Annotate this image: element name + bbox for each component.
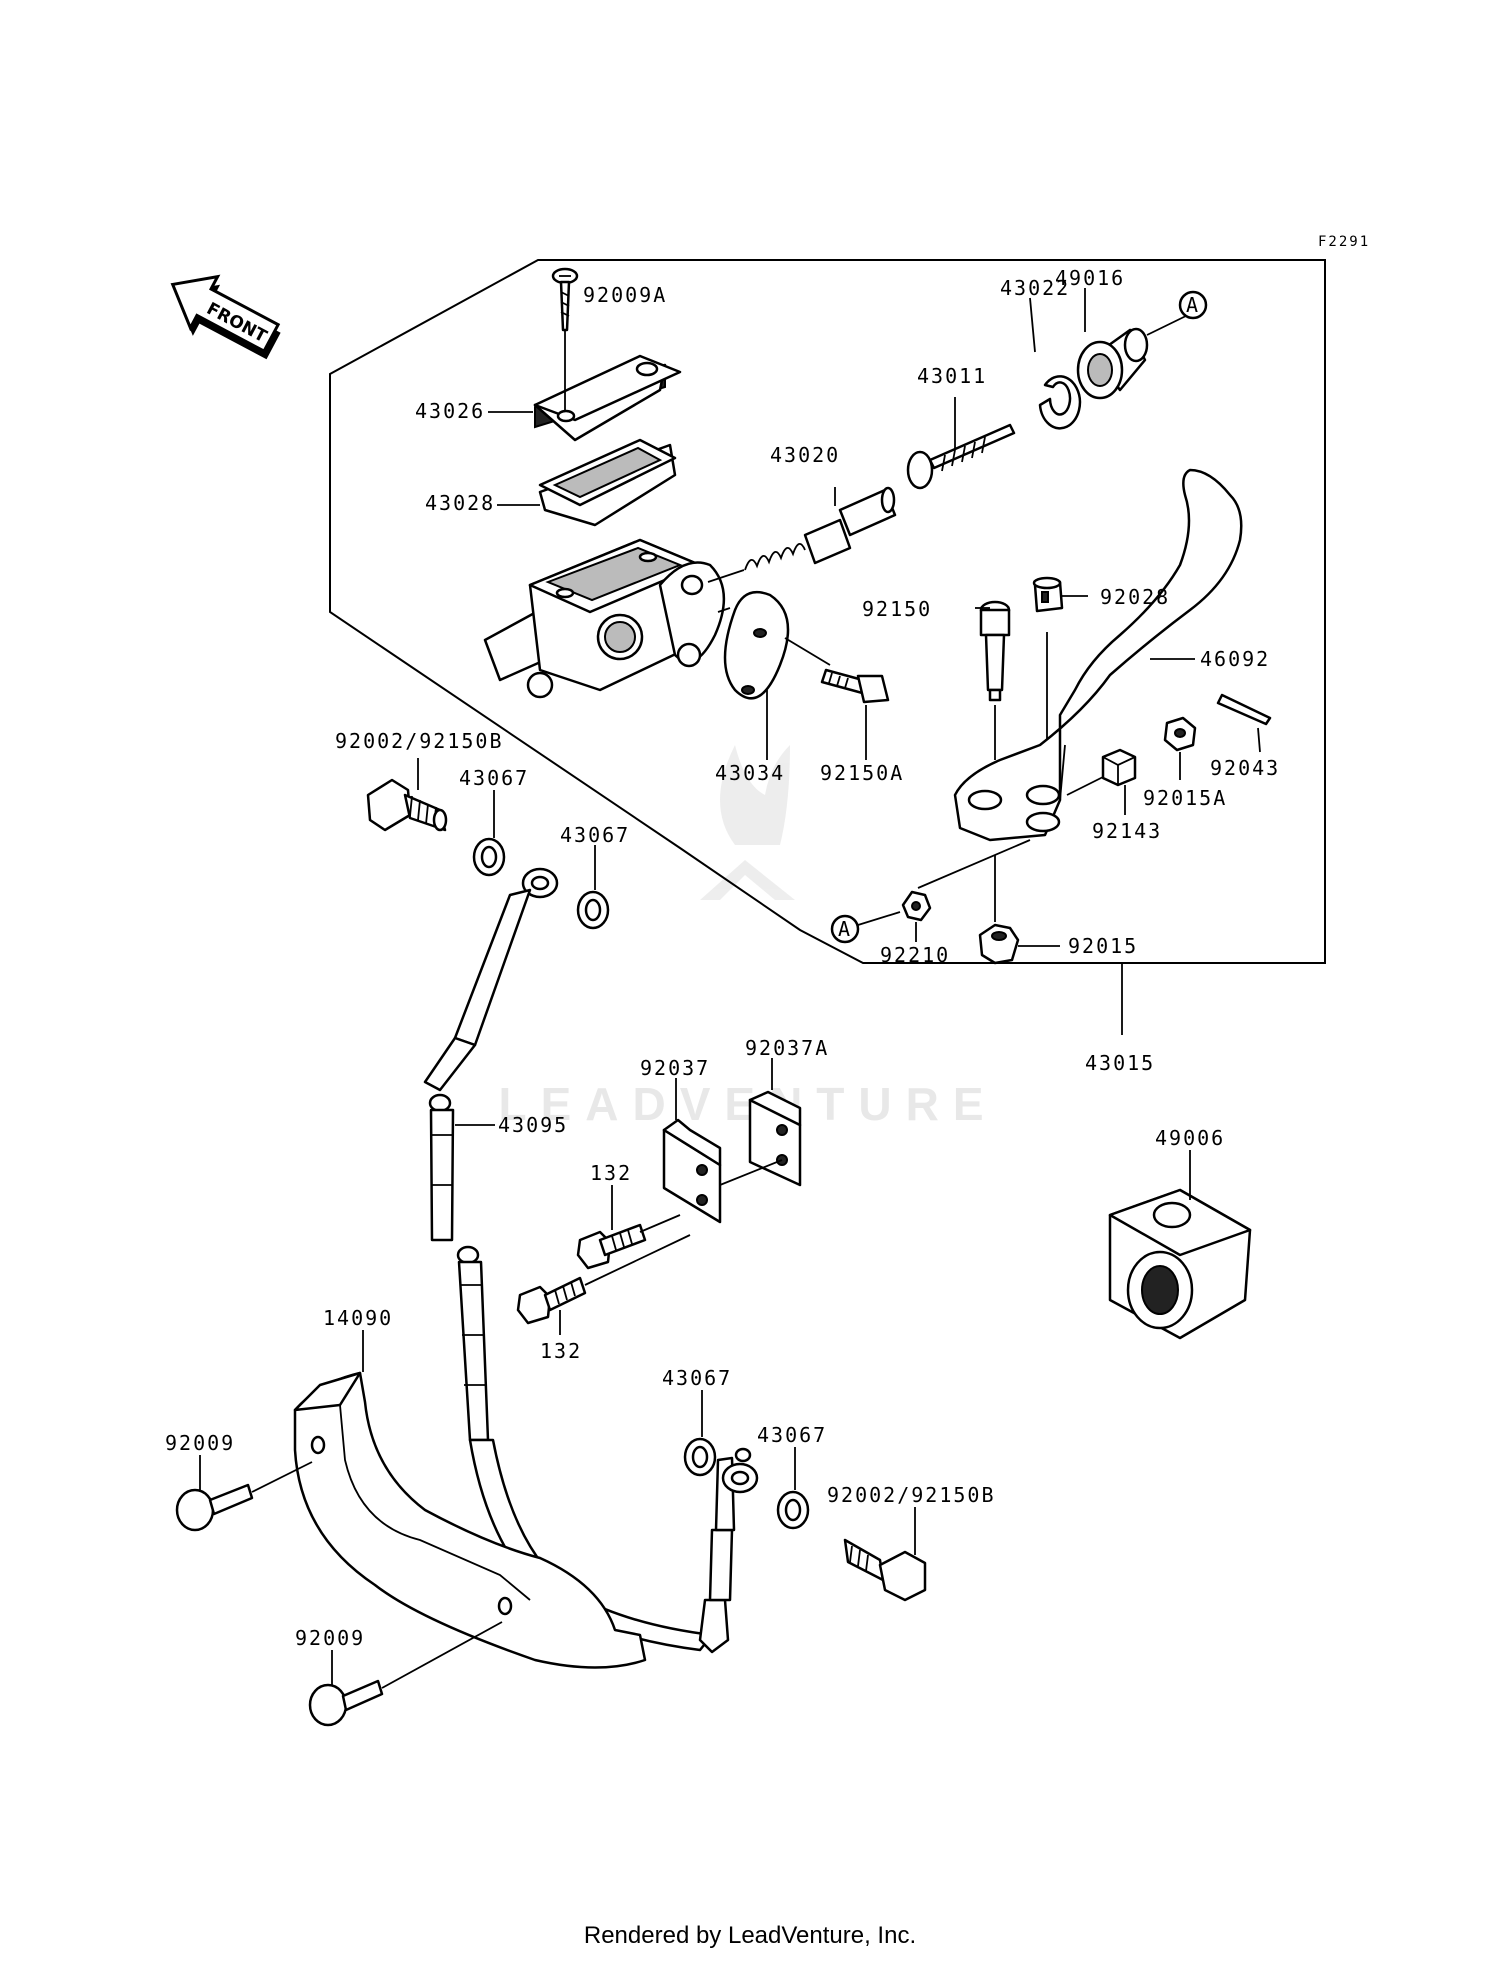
label-43067-b: 43067 — [560, 823, 630, 847]
reservoir-cap-43026 — [533, 354, 682, 442]
label-43015: 43015 — [1085, 1051, 1155, 1075]
nut-92015A — [1163, 716, 1197, 752]
label-92015: 92015 — [1068, 934, 1138, 958]
circlip-43022 — [1038, 375, 1082, 430]
label-92002-92150B-bottom: 92002/92150B — [827, 1483, 996, 1507]
label-92150: 92150 — [862, 597, 932, 621]
banjo-bolt-top — [366, 778, 448, 832]
label-43028: 43028 — [425, 491, 495, 515]
washer-43067-d — [776, 1490, 810, 1530]
washer-43067-b — [576, 890, 610, 930]
label-92009-b: 92009 — [295, 1626, 365, 1650]
render-credit: Rendered by LeadVenture, Inc. — [583, 1922, 917, 1949]
banjo-bolt-bottom — [843, 1538, 927, 1602]
label-92002-92150B-top: 92002/92150B — [335, 729, 504, 753]
nut-92210 — [901, 890, 932, 922]
label-92009A: 92009A — [583, 283, 667, 307]
diagram-code: F2291 — [1318, 234, 1370, 250]
diaphragm-43028 — [538, 438, 677, 527]
label-92037A: 92037A — [745, 1036, 829, 1060]
callout-a-bottom — [830, 914, 860, 944]
pivot-bolt-92150 — [979, 600, 1011, 702]
assembly-frame — [329, 259, 1326, 964]
label-92028: 92028 — [1100, 585, 1170, 609]
collar-92028 — [1032, 576, 1064, 613]
label-92043: 92043 — [1210, 756, 1280, 780]
label-43022: 43022 — [1000, 276, 1070, 300]
adjuster-92143 — [1101, 748, 1137, 787]
callout-a-top — [1178, 290, 1208, 320]
boot-49016 — [1076, 327, 1149, 400]
label-92210: 92210 — [880, 943, 950, 967]
bolt-132-a — [576, 1223, 647, 1270]
label-49016: 49016 — [1055, 266, 1125, 290]
label-43067-d: 43067 — [757, 1423, 827, 1447]
washer-43067-c — [683, 1437, 717, 1477]
bracket-92037 — [662, 1118, 722, 1224]
label-43034: 43034 — [715, 761, 785, 785]
bolt-92009-a — [175, 1483, 254, 1532]
bolt-92150A — [820, 668, 890, 704]
push-rod-43011 — [906, 423, 1016, 490]
front-arrow-icon: FRONT — [170, 274, 281, 360]
cotter-pin-92043 — [1216, 693, 1272, 726]
svg-text:A: A — [1186, 293, 1200, 317]
label-46092: 46092 — [1200, 647, 1270, 671]
lever-46092 — [953, 468, 1243, 842]
clamp-43034 — [723, 590, 790, 700]
screw-92009A — [551, 267, 579, 332]
label-92009-a: 92009 — [165, 1431, 235, 1455]
spring-piston-43020 — [744, 486, 897, 571]
master-cylinder-body — [483, 538, 731, 699]
label-43020: 43020 — [770, 443, 840, 467]
bolt-132-b — [516, 1276, 587, 1325]
label-43067-a: 43067 — [459, 766, 529, 790]
washer-43067-a — [472, 837, 506, 877]
watermark: LEADVENTURE — [498, 745, 997, 1130]
label-132-a: 132 — [590, 1161, 632, 1185]
label-132-b: 132 — [540, 1339, 582, 1363]
bolt-92009-b — [308, 1679, 384, 1727]
label-49006: 49006 — [1155, 1126, 1225, 1150]
label-43095: 43095 — [498, 1113, 568, 1137]
bracket-92037A — [748, 1090, 802, 1187]
label-14090: 14090 — [323, 1306, 393, 1330]
label-43067-c: 43067 — [662, 1366, 732, 1390]
label-92015A: 92015A — [1143, 786, 1227, 810]
svg-text:A: A — [838, 917, 852, 941]
guard-14090 — [293, 1371, 647, 1669]
switch-49006 — [1108, 1188, 1252, 1340]
label-92143: 92143 — [1092, 819, 1162, 843]
nut-92015 — [978, 923, 1020, 965]
part-labels: 92009A 49016 43022 43026 43011 43028 430… — [165, 266, 1280, 1650]
label-43026: 43026 — [415, 399, 485, 423]
watermark-text: LEADVENTURE — [498, 1078, 997, 1130]
label-43011: 43011 — [917, 364, 987, 388]
label-92150A: 92150A — [820, 761, 904, 785]
label-92037: 92037 — [640, 1056, 710, 1080]
